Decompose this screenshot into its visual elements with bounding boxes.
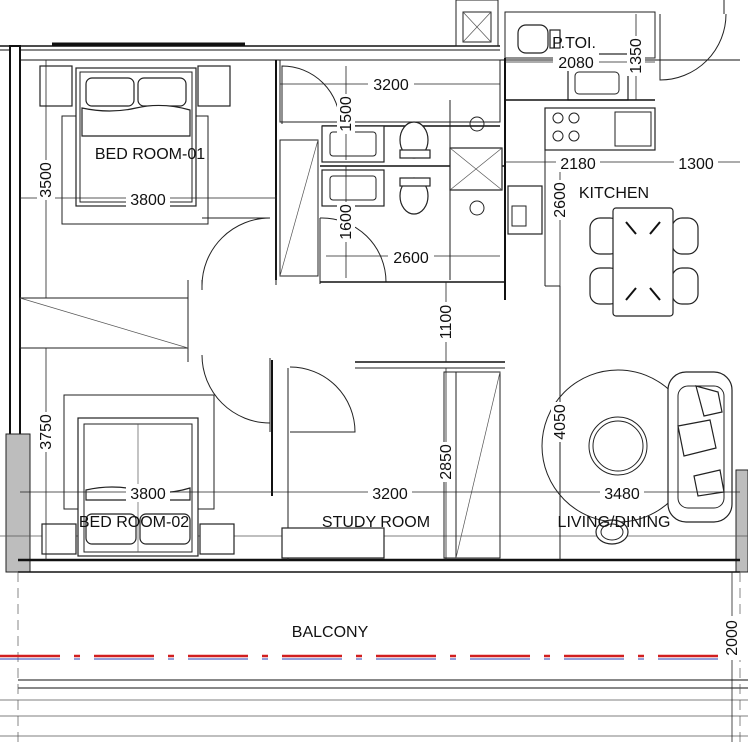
dim-corridor-height: 1100 — [438, 305, 455, 340]
dim-kitchen-width-right: 1300 — [678, 156, 714, 173]
dim-living-width: 3480 — [604, 486, 640, 503]
grid-axis — [0, 654, 748, 660]
dim-bath-lower-height: 1600 — [338, 204, 355, 240]
label-study-room: STUDY ROOM — [322, 514, 430, 531]
dim-study-width: 3200 — [372, 486, 408, 503]
dim-bedroom2-width: 3800 — [130, 486, 166, 503]
corridor — [19, 217, 505, 560]
label-living-dining: LIVING/DINING — [558, 514, 671, 531]
dim-kitchen-height: 2600 — [552, 182, 569, 218]
dim-bedroom1-height: 3500 — [38, 162, 55, 198]
label-ptoilet: P.TOI. — [552, 35, 596, 52]
dim-balcony-depth: 2000 — [724, 620, 741, 656]
dim-ptoilet-width: 2080 — [558, 55, 594, 72]
bedroom-02 — [41, 394, 235, 557]
living-area — [541, 369, 733, 545]
dim-ptoilet-height: 1350 — [628, 38, 645, 74]
dim-bath-lower-width: 2600 — [393, 250, 429, 267]
dimension-labels: 3200 1500 1600 2600 2080 1350 2180 1300 … — [37, 36, 741, 660]
bathrooms — [279, 59, 505, 284]
dim-study-height: 2850 — [438, 444, 455, 480]
label-bedroom-01: BED ROOM-01 — [95, 146, 205, 163]
bedroom-01 — [39, 60, 277, 285]
dining-table — [589, 207, 699, 317]
dim-living-height: 4050 — [552, 404, 569, 440]
study-room — [281, 371, 501, 559]
label-bedroom-02: BED ROOM-02 — [79, 514, 189, 531]
dim-kitchen-width-left: 2180 — [560, 156, 596, 173]
label-kitchen: KITCHEN — [579, 185, 649, 202]
dim-bath-upper-height: 1500 — [338, 96, 355, 132]
room-labels: BED ROOM-01 BED ROOM-02 STUDY ROOM KITCH… — [79, 35, 671, 641]
dim-bath-width-top: 3200 — [373, 77, 409, 94]
dim-bedroom1-width: 3800 — [130, 192, 166, 209]
label-balcony: BALCONY — [292, 624, 369, 641]
dim-bedroom2-height: 3750 — [38, 414, 55, 450]
